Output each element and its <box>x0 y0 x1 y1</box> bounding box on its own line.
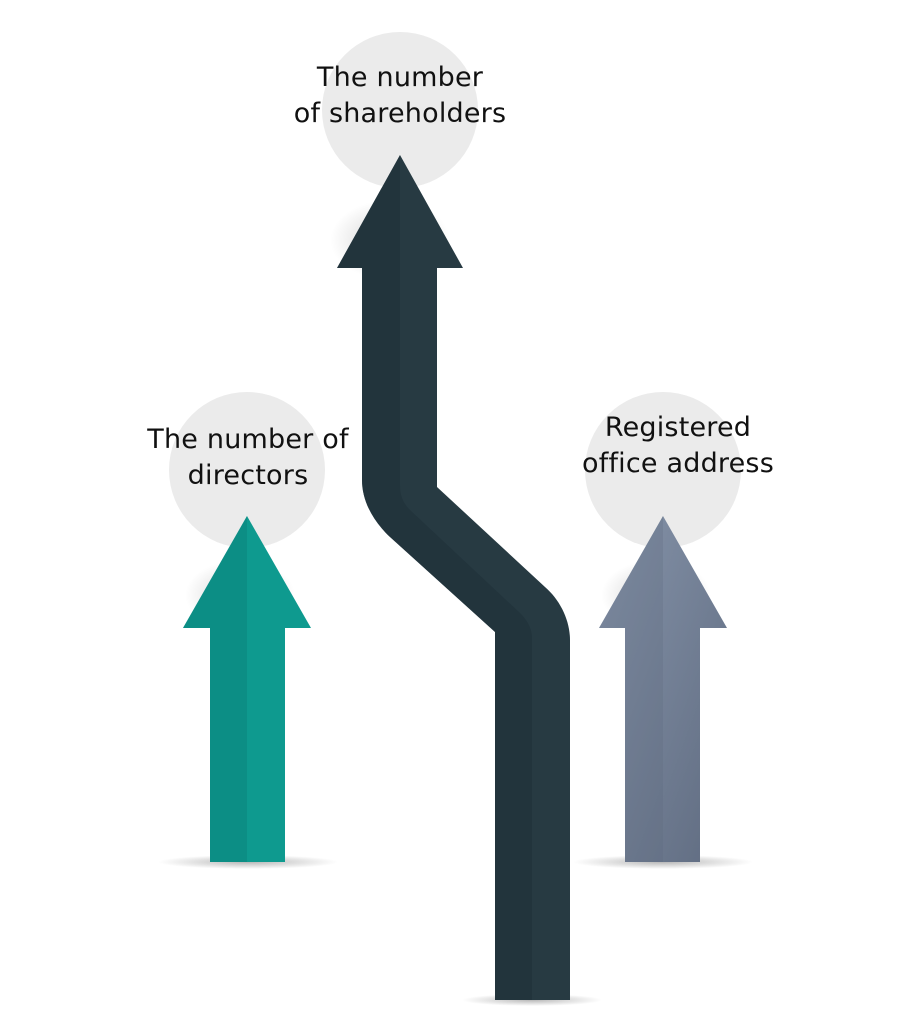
directors-label-line-2: directors <box>187 460 309 491</box>
shareholders-arrow <box>337 155 570 1000</box>
shareholders-circle <box>322 32 478 188</box>
office-label-line-1: Registered <box>604 412 752 443</box>
shareholders-label-line-2: of shareholders <box>293 98 507 129</box>
office-arrow <box>599 516 727 862</box>
directors-label-line-1: The number of <box>147 424 349 455</box>
office-label: Registered office address <box>548 410 808 482</box>
directors-arrow <box>183 516 311 862</box>
shareholders-label-line-1: The number <box>316 62 484 93</box>
office-label-line-2: office address <box>582 448 774 479</box>
shareholders-label: The number of shareholders <box>250 60 550 132</box>
office-circle <box>585 392 741 548</box>
directors-circle <box>169 392 325 548</box>
directors-label: The number of directors <box>118 422 378 494</box>
